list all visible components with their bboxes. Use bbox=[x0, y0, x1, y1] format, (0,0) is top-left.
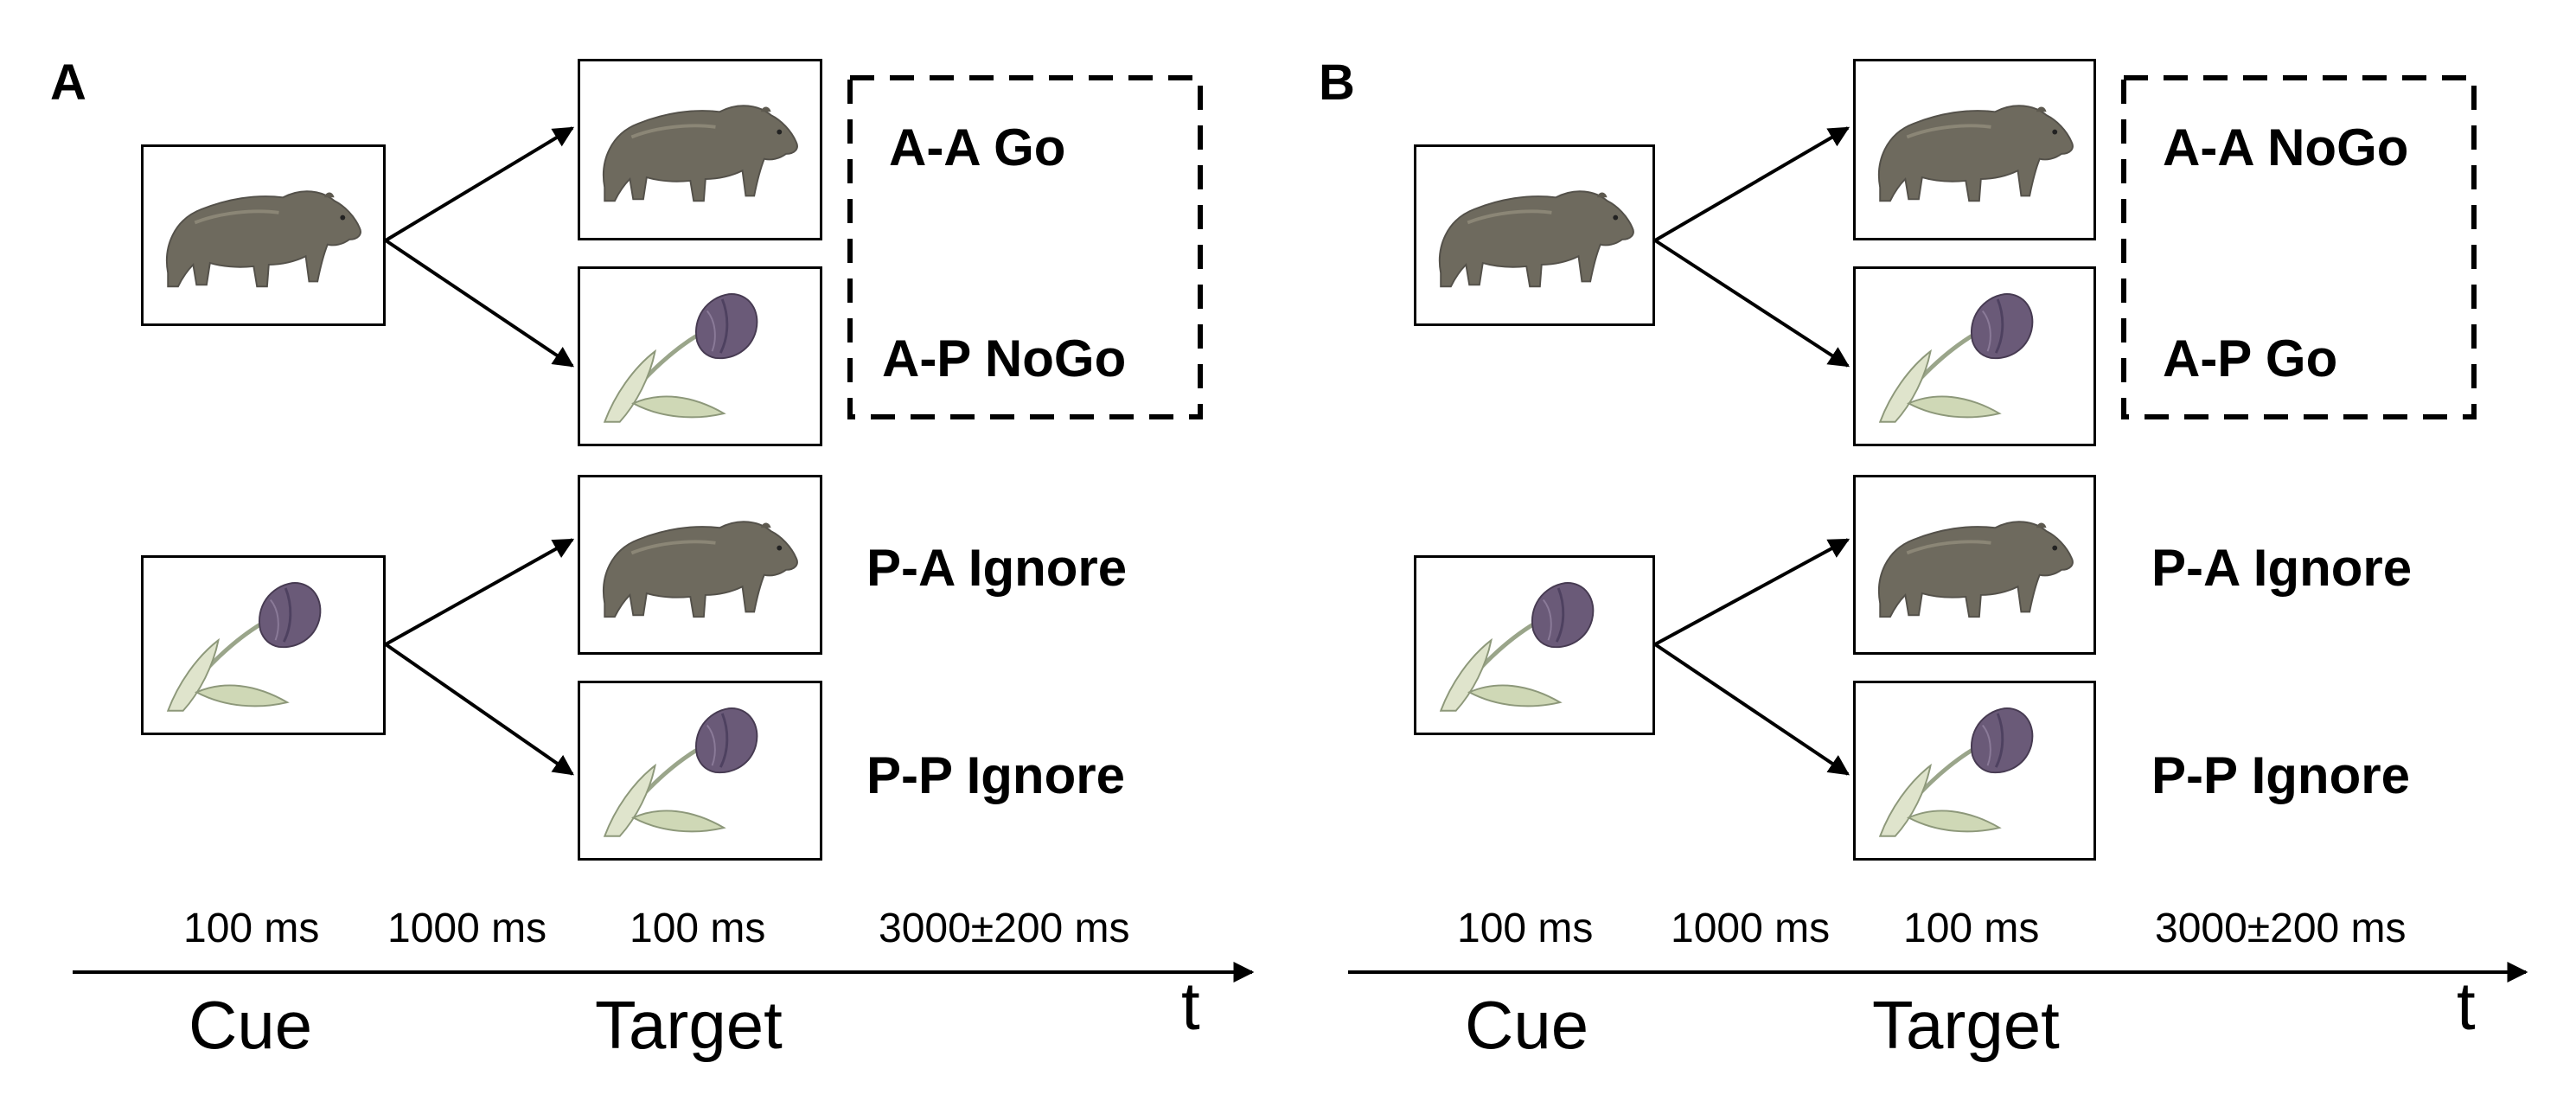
tulip-icon bbox=[1856, 683, 2093, 858]
condition-pp-label: P-P Ignore bbox=[866, 746, 1125, 804]
cue-bear-stimulus bbox=[141, 144, 386, 326]
phase-target-label: Target bbox=[595, 987, 783, 1063]
arrow-tulip-to-tulip bbox=[1653, 643, 1850, 776]
duration-response: 3000±200 ms bbox=[879, 906, 1130, 951]
condition-ap-label: A-P Go bbox=[2163, 330, 2338, 387]
panel-b-diagram bbox=[1348, 75, 2528, 983]
duration-response: 3000±200 ms bbox=[2155, 906, 2407, 951]
duration-isi: 1000 ms bbox=[387, 906, 547, 951]
phase-target-label: Target bbox=[1872, 987, 2060, 1063]
panel-b: B A-A NoGo A-P Go P-A Ignore P-P Ignore … bbox=[1288, 0, 2575, 1101]
arrow-tulip-to-bear bbox=[1654, 538, 1851, 646]
condition-pa-label: P-A Ignore bbox=[866, 539, 1128, 597]
target-bear-stimulus bbox=[578, 59, 822, 240]
bear-icon bbox=[1437, 189, 1635, 289]
cue-tulip-stimulus bbox=[1414, 555, 1655, 735]
duration-cue: 100 ms bbox=[1457, 906, 1594, 951]
condition-aa-label: A-A Go bbox=[889, 118, 1066, 176]
duration-target: 100 ms bbox=[630, 906, 766, 951]
duration-isi: 1000 ms bbox=[1671, 906, 1831, 951]
tulip-icon bbox=[1856, 269, 2093, 444]
tulip-icon bbox=[144, 558, 383, 733]
condition-aa-label: A-A NoGo bbox=[2163, 118, 2409, 176]
bear-icon bbox=[1876, 104, 2074, 203]
phase-cue-label: Cue bbox=[189, 987, 313, 1063]
cue-tulip-stimulus bbox=[141, 555, 386, 735]
tulip-icon bbox=[580, 683, 820, 858]
bear-icon bbox=[164, 189, 362, 289]
target-tulip-stimulus bbox=[578, 681, 822, 861]
phase-cue-label: Cue bbox=[1465, 987, 1589, 1063]
arrow-tulip-to-bear bbox=[385, 538, 575, 646]
dashed-go-nogo-box bbox=[2121, 75, 2477, 419]
target-tulip-stimulus bbox=[1853, 266, 2096, 446]
arrow-bear-to-bear bbox=[384, 126, 575, 242]
target-tulip-stimulus bbox=[578, 266, 822, 446]
target-bear-stimulus bbox=[1853, 59, 2096, 240]
target-bear-stimulus bbox=[578, 475, 822, 655]
bear-icon bbox=[601, 104, 799, 203]
target-bear-stimulus bbox=[1853, 475, 2096, 655]
tulip-icon bbox=[580, 269, 820, 444]
duration-target: 100 ms bbox=[1903, 906, 2040, 951]
arrow-bear-to-tulip bbox=[1653, 239, 1851, 368]
panel-letter: A bbox=[50, 54, 86, 111]
arrow-bear-to-bear bbox=[1653, 126, 1851, 242]
time-axis-label: t bbox=[2457, 968, 2476, 1044]
panel-a: A A-A Go A-P NoGo P-A Ignore P-P Ignore … bbox=[50, 54, 1255, 1063]
dashed-go-nogo-box bbox=[847, 75, 1203, 419]
arrow-bear-to-tulip bbox=[384, 239, 574, 368]
duration-cue: 100 ms bbox=[183, 906, 320, 951]
panel-a-diagram bbox=[73, 75, 1255, 983]
condition-pa-label: P-A Ignore bbox=[2151, 539, 2413, 597]
time-axis-label: t bbox=[1181, 968, 1200, 1044]
panel-letter: B bbox=[1319, 54, 1355, 111]
target-tulip-stimulus bbox=[1853, 681, 2096, 861]
condition-pp-label: P-P Ignore bbox=[2151, 746, 2410, 804]
bear-icon bbox=[602, 520, 799, 619]
tulip-icon bbox=[1416, 558, 1652, 733]
bear-icon bbox=[1876, 520, 2074, 619]
cue-bear-stimulus bbox=[1414, 144, 1655, 326]
condition-ap-label: A-P NoGo bbox=[882, 330, 1127, 387]
arrow-tulip-to-tulip bbox=[384, 643, 574, 776]
